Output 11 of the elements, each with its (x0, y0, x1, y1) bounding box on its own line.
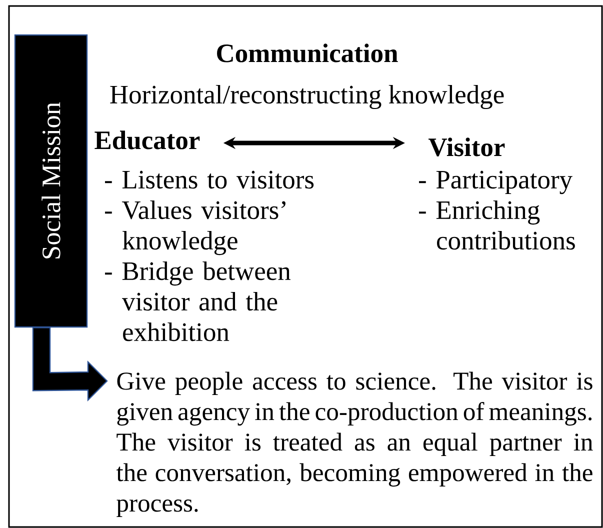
list-item: - Participatory (419, 170, 572, 194)
banner-bar: Social Mission (14, 34, 88, 328)
list-item: - Enriching contributions (419, 200, 575, 250)
list-item: - Listens to visitors (105, 170, 314, 189)
heading: Communication (217, 44, 398, 62)
elbow-arrow (32, 327, 108, 402)
description-text: Give people access to science. The visitor is given agency in the co-production of meanings. The visitor is treated as an equal partner in the conversation, becoming empowered in the process. (116, 372, 593, 517)
list-item: - Bridge between visitor and the exhibition (105, 261, 290, 342)
list-item: - Values visitors’ knowledge (105, 200, 286, 256)
column-heading: Visitor (428, 138, 505, 156)
column-heading: Educator (94, 130, 200, 150)
